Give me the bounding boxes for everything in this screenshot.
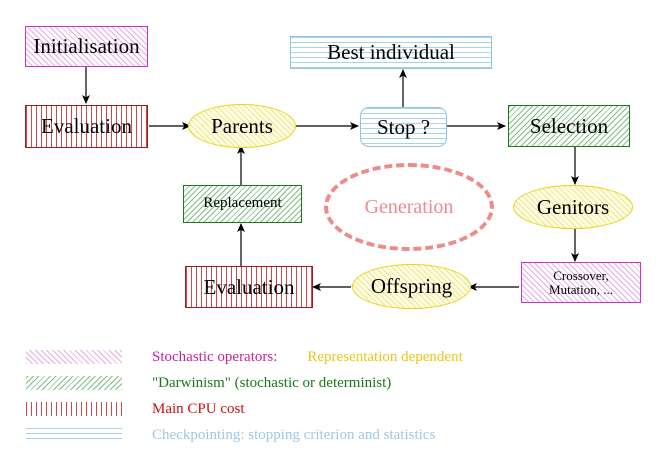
node-stop[interactable]: Stop ? — [360, 107, 447, 147]
green-diagonal-hatch-icon — [26, 376, 122, 390]
node-evaluation-bottom[interactable]: Evaluation — [185, 266, 313, 308]
legend-label-primary: Stochastic operators: — [152, 348, 278, 365]
legend-label-primary: Main CPU cost — [152, 400, 245, 417]
node-generation-cycle: Generation — [324, 163, 494, 251]
blue-horizontal-hatch-icon — [26, 428, 122, 442]
node-parents[interactable]: Parents — [188, 104, 296, 148]
node-initialisation[interactable]: Initialisation — [25, 26, 148, 67]
node-operators[interactable]: Crossover, Mutation, ... — [521, 262, 641, 303]
legend-label-secondary: Representation dependent — [307, 348, 463, 365]
legend-row: "Darwinism" (stochastic or determinist) — [26, 374, 391, 392]
node-evaluation-top[interactable]: Evaluation — [25, 105, 148, 148]
node-best-individual[interactable]: Best individual — [290, 36, 492, 69]
node-genitors[interactable]: Genitors — [513, 185, 633, 229]
node-offspring[interactable]: Offspring — [352, 264, 471, 309]
legend-row: Checkpointing: stopping criterion and st… — [26, 426, 435, 444]
red-vertical-hatch-icon — [26, 402, 122, 416]
legend-label-primary: Checkpointing: stopping criterion and st… — [152, 426, 436, 443]
magenta-diagonal-hatch-icon — [26, 350, 122, 364]
legend-label-primary: "Darwinism" (stochastic or determinist) — [152, 374, 392, 391]
legend-row: Stochastic operators: Representation dep… — [26, 348, 463, 366]
node-selection[interactable]: Selection — [508, 105, 630, 147]
legend-row: Main CPU cost — [26, 400, 245, 418]
node-replacement[interactable]: Replacement — [183, 185, 302, 223]
